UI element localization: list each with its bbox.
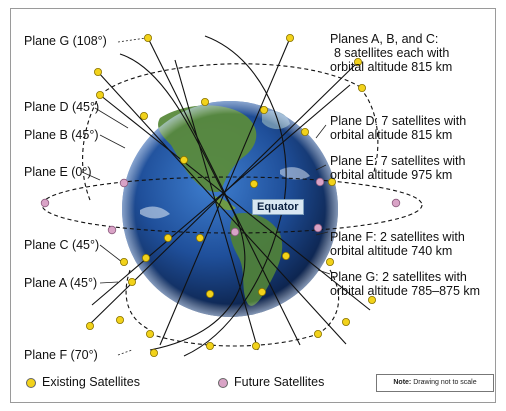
yellow-dot-icon bbox=[26, 377, 36, 388]
satellite-marker bbox=[141, 253, 150, 262]
satellite-marker bbox=[195, 233, 204, 242]
future-satellite-marker bbox=[391, 198, 401, 208]
satellite-marker bbox=[251, 341, 260, 350]
note-bold: Note: bbox=[393, 379, 412, 386]
orbit-line-3 bbox=[97, 71, 347, 345]
satellite-marker bbox=[325, 257, 334, 266]
satellite-marker bbox=[357, 84, 366, 93]
label-plane-b: Plane B (45°) bbox=[24, 128, 99, 142]
satellite-marker bbox=[281, 251, 290, 260]
satellite-marker bbox=[257, 287, 266, 296]
scale-note: Note: Drawing not to scale bbox=[376, 374, 494, 392]
orbit-plane-e bbox=[41, 176, 423, 234]
future-satellite-marker bbox=[230, 227, 240, 237]
future-satellites bbox=[40, 177, 401, 237]
legend-future: Future Satellites bbox=[218, 375, 324, 389]
satellite-marker bbox=[96, 91, 105, 100]
satellite-marker bbox=[205, 341, 214, 350]
desc-abc-line3: orbital altitude 815 km bbox=[330, 60, 453, 74]
equator-label: Equator bbox=[252, 199, 304, 215]
legend-future-label: Future Satellites bbox=[234, 375, 325, 389]
desc-f-line2: orbital altitude 740 km bbox=[330, 244, 453, 258]
legend-existing: Existing Satellites bbox=[26, 375, 140, 389]
desc-d-line2: orbital altitude 815 km bbox=[330, 128, 453, 142]
satellite-marker bbox=[353, 58, 362, 67]
satellite-marker bbox=[145, 329, 154, 338]
satellite-marker bbox=[116, 315, 125, 324]
desc-e-line1: Plane E: 7 satellites with bbox=[330, 154, 466, 168]
future-satellite-marker bbox=[40, 198, 50, 208]
satellite-marker bbox=[205, 289, 214, 298]
satellite-marker bbox=[249, 179, 258, 188]
satellite-marker bbox=[285, 34, 294, 43]
satellite-marker bbox=[163, 233, 172, 242]
legend-existing-label: Existing Satellites bbox=[42, 375, 140, 389]
existing-satellites bbox=[86, 34, 376, 357]
desc-g-line2: orbital altitude 785–875 km bbox=[330, 284, 481, 298]
satellite-marker bbox=[341, 317, 350, 326]
satellite-marker bbox=[259, 106, 268, 115]
future-satellite-marker bbox=[315, 177, 325, 187]
note-text: Drawing not to scale bbox=[413, 379, 477, 386]
satellite-marker bbox=[179, 155, 188, 164]
label-plane-a: Plane A (45°) bbox=[24, 276, 98, 290]
desc-abc-line1: Planes A, B, and C: bbox=[330, 32, 439, 46]
orbit-plane-g bbox=[183, 35, 287, 357]
desc-e-line2: orbital altitude 975 km bbox=[330, 168, 453, 182]
leader-lines bbox=[81, 37, 331, 356]
satellite-marker bbox=[94, 68, 103, 77]
orbit-line-6 bbox=[91, 84, 351, 306]
label-plane-c: Plane C (45°) bbox=[24, 238, 100, 252]
satellite-marker bbox=[120, 257, 129, 266]
satellite-marker bbox=[367, 295, 376, 304]
legend: Existing Satellites Future Satellites bbox=[20, 372, 496, 394]
satellite-marker bbox=[200, 98, 209, 107]
satellite-marker bbox=[327, 177, 336, 186]
desc-d-line1: Plane D: 7 satellites with bbox=[330, 114, 467, 128]
satellite-marker bbox=[86, 321, 95, 330]
label-plane-d: Plane D (45°) bbox=[24, 100, 100, 114]
orbit-plane-f bbox=[119, 53, 246, 351]
desc-f-line1: Plane F: 2 satellites with bbox=[330, 230, 465, 244]
future-satellite-marker bbox=[119, 178, 129, 188]
future-satellite-marker bbox=[313, 223, 323, 233]
orbit-line-1 bbox=[147, 37, 301, 346]
label-plane-f: Plane F (70°) bbox=[24, 348, 98, 362]
satellite-marker bbox=[143, 34, 152, 43]
pink-dot-icon bbox=[218, 377, 228, 388]
satellite-marker bbox=[139, 112, 148, 121]
orbit-lines bbox=[41, 35, 423, 357]
desc-abc-line2: 8 satellites each with bbox=[334, 46, 450, 60]
satellite-marker bbox=[149, 348, 158, 357]
satellite-marker bbox=[127, 277, 136, 286]
future-satellite-marker bbox=[107, 225, 117, 235]
satellite-marker bbox=[300, 127, 309, 136]
label-plane-e: Plane E (0°) bbox=[24, 165, 92, 179]
satellite-marker bbox=[313, 329, 322, 338]
orbit-line-5 bbox=[99, 94, 371, 311]
label-plane-g: Plane G (108°) bbox=[24, 34, 107, 48]
desc-g-line1: Plane G: 2 satellites with bbox=[330, 270, 467, 284]
